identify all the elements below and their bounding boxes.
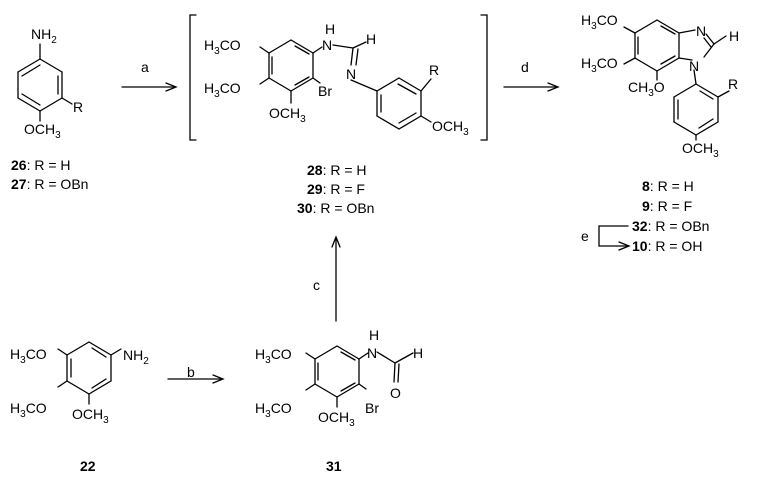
r-label: R: [429, 62, 439, 78]
step-label: a: [141, 59, 149, 75]
nh-n-label: N: [322, 37, 332, 53]
compound-8-10: H3CO N H H3CO N CH3O R OCH3 8: R = H 9: …: [581, 12, 739, 254]
cho-h-label: H: [413, 345, 423, 361]
och3-label: OCH3: [318, 409, 355, 429]
h3co-label: H3CO: [255, 346, 292, 366]
h3co-label: H3CO: [10, 400, 47, 420]
h3co-label: H3CO: [581, 55, 618, 75]
imine-n-label: N: [346, 66, 356, 82]
reaction-arrow-b: b: [167, 364, 225, 384]
step-label: e: [581, 228, 589, 244]
step-label: d: [521, 59, 529, 75]
compound-22: H3CO NH2 H3CO OCH3 22: [10, 341, 149, 474]
compound-label: 29: R = F: [307, 181, 365, 197]
h3co-label: H3CO: [581, 12, 618, 32]
bonds: [305, 345, 414, 408]
och3-label: OCH3: [72, 406, 109, 426]
brackets: [189, 14, 488, 141]
reaction-arrow-a: a: [121, 59, 178, 92]
bonds: [17, 43, 73, 122]
compound-label: 27: R = OBn: [11, 176, 88, 192]
br-label: Br: [365, 400, 379, 416]
compound-31: H3CO N H H O Br H3CO OCH3 31: [255, 327, 423, 474]
h3co-label: H3CO: [204, 37, 241, 57]
compound-label: 10: R = OH: [632, 238, 702, 254]
step-label: c: [313, 277, 320, 293]
compound-label: 32: R = OBn: [632, 218, 709, 234]
nh-h-label: H: [325, 21, 335, 37]
bonds: [57, 341, 122, 405]
h3co-label: H3CO: [204, 80, 241, 100]
reaction-arrow-d: d: [503, 59, 560, 92]
nh2-label: NH2: [123, 347, 149, 367]
compound-label: 8: R = H: [642, 178, 694, 194]
och3-label: OCH3: [269, 105, 306, 125]
compound-26-27: NH2 R OCH3 26: R = H 27: R = OBn: [11, 26, 88, 192]
n-label: N: [367, 345, 377, 361]
bonds: [259, 39, 432, 130]
reaction-arrow-e: e: [581, 225, 631, 251]
br-label: Br: [318, 83, 332, 99]
imine-n-label: N: [696, 23, 706, 39]
compound-label: 28: R = H: [307, 162, 367, 178]
step-label: b: [187, 364, 195, 380]
nh-h-label: H: [369, 327, 379, 343]
compound-28-30: H3CO H3CO OCH3 Br N H H N R OCH3 28: R =…: [189, 14, 488, 216]
och3-label: OCH3: [682, 140, 719, 160]
ch3o-label: CH3O: [628, 79, 665, 99]
och3-label: OCH3: [432, 118, 469, 138]
o-label: O: [390, 385, 401, 401]
compound-label: 9: R = F: [642, 198, 692, 214]
h-label: H: [729, 28, 739, 44]
och3-label: OCH3: [24, 121, 61, 141]
r-label: R: [728, 76, 738, 92]
reaction-arrow-c: c: [313, 235, 341, 322]
r-label: R: [73, 99, 83, 115]
compound-label: 30: R = OBn: [297, 200, 374, 216]
compound-label: 26: R = H: [11, 157, 71, 173]
bonds: [623, 19, 730, 141]
compound-label: 31: [326, 458, 342, 474]
ch-h-label: H: [366, 31, 376, 47]
compound-label: 22: [80, 458, 96, 474]
h3co-label: H3CO: [255, 400, 292, 420]
h3co-label: H3CO: [10, 346, 47, 366]
n1-label: N: [689, 58, 699, 74]
nh2-label: NH2: [31, 26, 57, 46]
